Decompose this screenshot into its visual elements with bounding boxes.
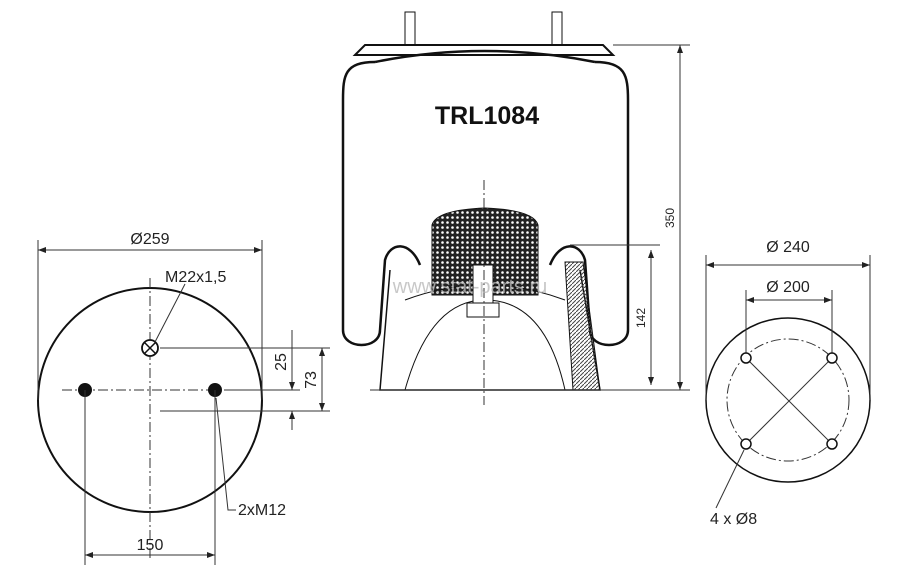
dim-25-label: 25 <box>273 353 290 371</box>
holes-label: 4 x Ø8 <box>710 511 757 528</box>
hole-icon <box>826 438 838 450</box>
piston-height-label: 142 <box>634 308 648 328</box>
hole-icon <box>740 438 752 450</box>
outer-diameter-label: Ø 240 <box>766 239 810 256</box>
bottom-plate-view: Ø259 M22x1,5 150 2xM12 25 73 <box>37 231 330 565</box>
bellow-right <box>548 60 630 347</box>
top-plate-view: Ø 240 Ø 200 4 x Ø8 <box>705 239 871 528</box>
bolt-circle-label: Ø 200 <box>766 279 810 296</box>
air-fitting-icon <box>141 339 159 357</box>
fitting-label: M22x1,5 <box>165 269 226 286</box>
bolts-label: 2xM12 <box>238 502 286 519</box>
hole-icon <box>740 352 752 364</box>
side-view: TRL1084 www.stat-parts.ru 350 142 <box>341 11 690 405</box>
height-label: 350 <box>663 208 677 228</box>
dim-73-label: 73 <box>303 371 320 389</box>
bellow-left <box>341 60 422 347</box>
diameter-label: Ø259 <box>130 231 169 248</box>
hole-icon <box>826 352 838 364</box>
bolt-spacing-label: 150 <box>137 537 164 554</box>
bump-stop <box>431 207 539 296</box>
watermark: www.stat-parts.ru <box>392 276 547 298</box>
model-title: TRL1084 <box>435 102 539 130</box>
